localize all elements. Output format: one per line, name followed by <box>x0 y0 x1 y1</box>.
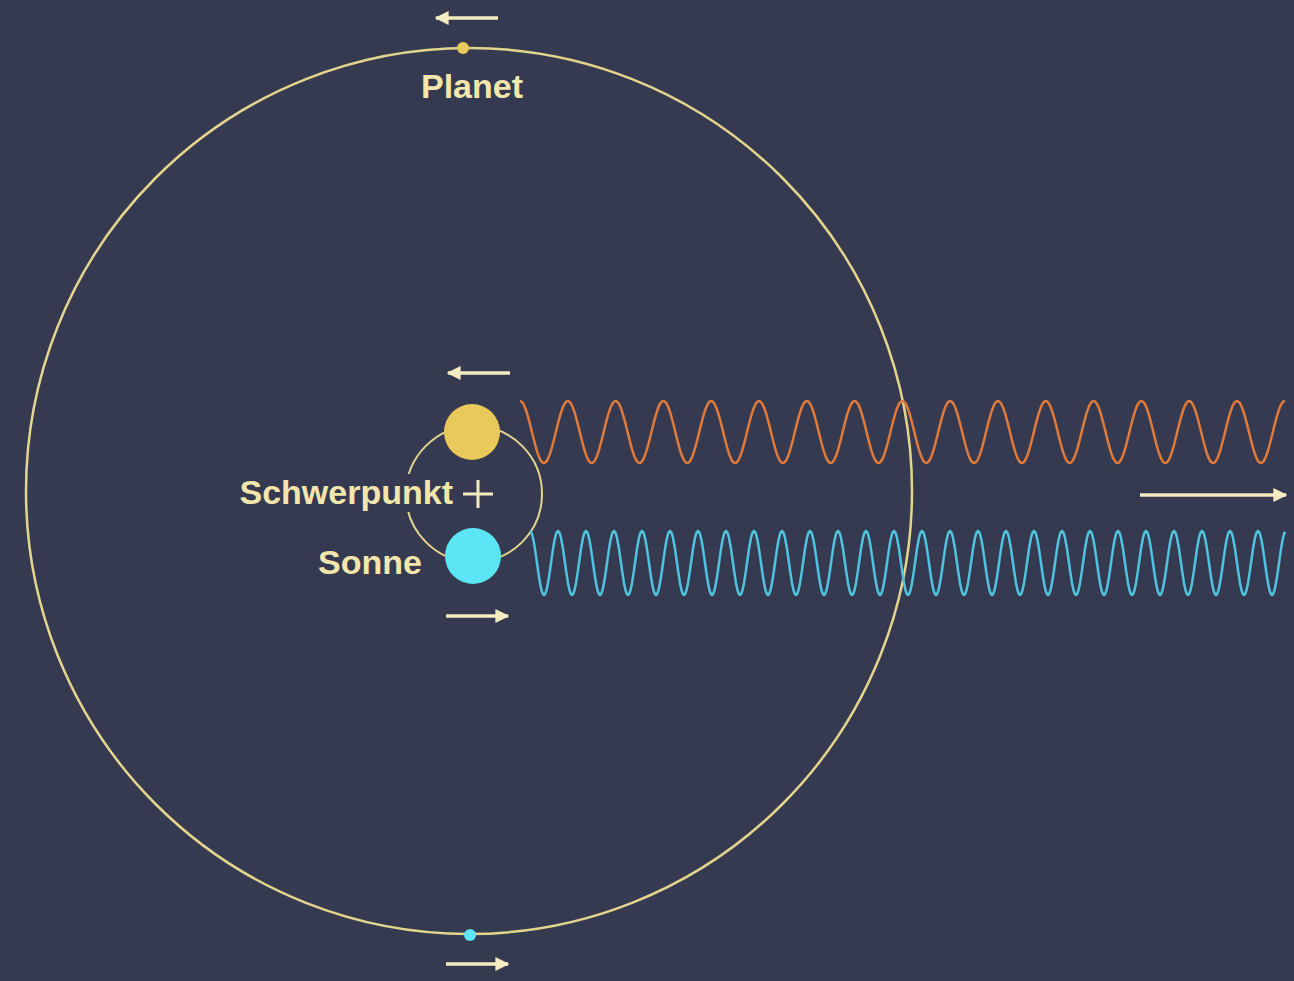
arrow-observer <box>1140 493 1286 497</box>
planet-dot-bottom <box>464 929 476 941</box>
planet-dot-top <box>457 42 469 54</box>
arrow-left <box>436 16 498 20</box>
star-label: Sonne <box>316 544 424 581</box>
blueshift-wave <box>530 531 1285 595</box>
arrow-right <box>446 962 508 966</box>
planet-orbit <box>26 48 912 934</box>
redshift-wave <box>520 401 1285 463</box>
planet-label: Planet <box>419 68 525 105</box>
arrow-right <box>446 614 508 618</box>
star-cyan <box>445 528 501 584</box>
star-yellow <box>444 404 500 460</box>
barycenter-plus <box>463 480 493 508</box>
arrow-left <box>448 371 510 375</box>
barycenter-label: Schwerpunkt <box>238 474 455 511</box>
